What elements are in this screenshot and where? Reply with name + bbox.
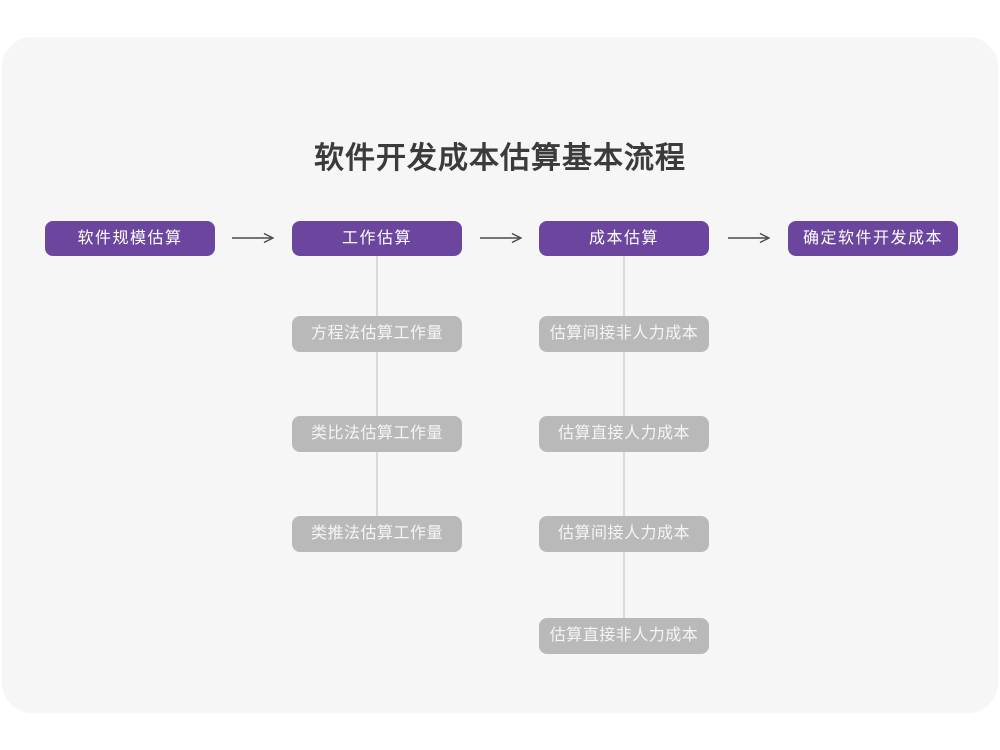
substep-extrapolation-method-workload: 类推法估算工作量 xyxy=(292,516,462,552)
stage-cost-estimation: 成本估算 xyxy=(539,221,709,256)
stage-work-estimation: 工作估算 xyxy=(292,221,462,256)
stage-software-scale-estimation: 软件规模估算 xyxy=(45,221,215,256)
substep-analogy-method-workload: 类比法估算工作量 xyxy=(292,416,462,452)
arrow-right-icon xyxy=(232,232,274,244)
substep-indirect-labor-cost: 估算间接人力成本 xyxy=(539,516,709,552)
substep-direct-labor-cost: 估算直接人力成本 xyxy=(539,416,709,452)
substep-indirect-non-labor-cost: 估算间接非人力成本 xyxy=(539,316,709,352)
stage-determine-development-cost: 确定软件开发成本 xyxy=(788,221,958,256)
arrow-right-icon xyxy=(728,232,770,244)
connector-line-work-estimation xyxy=(376,256,378,534)
substep-equation-method-workload: 方程法估算工作量 xyxy=(292,316,462,352)
diagram-card: 软件开发成本估算基本流程 软件规模估算 工作估算 成本估算 确定软件开发成本 方… xyxy=(2,37,998,713)
arrow-right-icon xyxy=(480,232,522,244)
substep-direct-non-labor-cost: 估算直接非人力成本 xyxy=(539,618,709,654)
diagram-title: 软件开发成本估算基本流程 xyxy=(314,142,686,175)
